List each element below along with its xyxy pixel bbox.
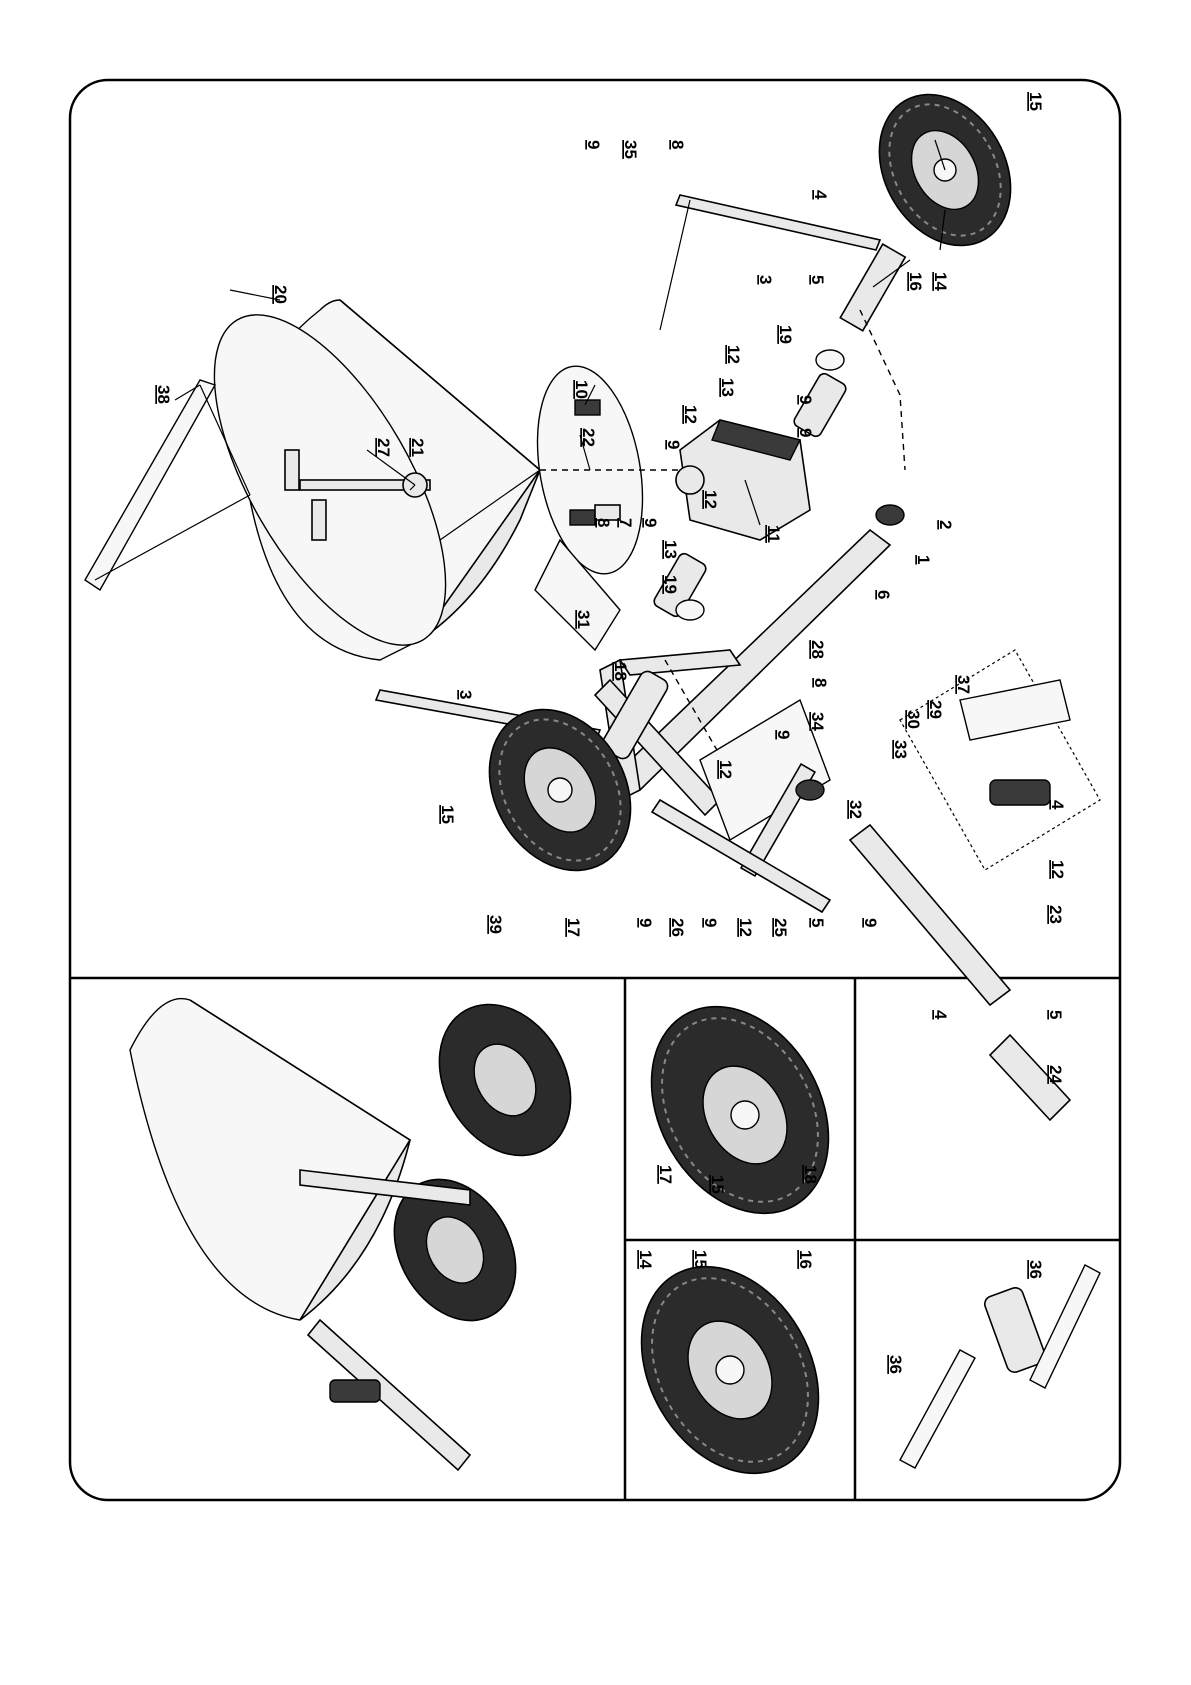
callout-36: 36 <box>1026 1260 1045 1279</box>
callout-12: 12 <box>681 405 700 424</box>
callout-8: 8 <box>594 518 613 527</box>
callout-18: 18 <box>801 1165 820 1184</box>
callout-32: 32 <box>846 800 865 819</box>
callout-2: 2 <box>936 520 955 529</box>
callout-12: 12 <box>716 760 735 779</box>
axle-right <box>840 244 905 331</box>
callout-13: 13 <box>661 540 680 559</box>
callout-9: 9 <box>796 395 815 404</box>
wheel-inset-14 <box>606 1235 855 1506</box>
callout-18: 18 <box>611 662 630 681</box>
callout-3: 3 <box>456 690 475 699</box>
callout-16: 16 <box>796 1250 815 1269</box>
callout-26: 26 <box>668 918 687 937</box>
callout-14: 14 <box>636 1250 655 1269</box>
callout-5: 5 <box>808 918 827 927</box>
callout-9: 9 <box>641 518 660 527</box>
callout-4: 4 <box>811 190 830 200</box>
callout-37: 37 <box>954 675 973 694</box>
callout-28: 28 <box>808 640 827 659</box>
callout-12: 12 <box>1048 860 1067 879</box>
callout-17: 17 <box>564 918 583 937</box>
wheel-inset-17 <box>616 975 865 1246</box>
callout-19: 19 <box>776 325 795 344</box>
callout-4: 4 <box>1048 800 1067 810</box>
callout-13: 13 <box>718 378 737 397</box>
callout-10: 10 <box>572 380 591 399</box>
callout-15: 15 <box>1026 92 1045 111</box>
assembled-view <box>130 981 597 1470</box>
callout-9: 9 <box>701 918 720 927</box>
callout-34: 34 <box>808 712 827 731</box>
callout-15: 15 <box>708 1175 727 1194</box>
callout-22: 22 <box>579 428 598 447</box>
callout-8: 8 <box>811 678 830 687</box>
callout-12: 12 <box>701 490 720 509</box>
callout-9: 9 <box>584 140 603 149</box>
callout-21: 21 <box>408 438 427 457</box>
callout-3: 3 <box>756 275 775 284</box>
callout-33: 33 <box>891 740 910 759</box>
callout-5: 5 <box>1046 1010 1065 1019</box>
callout-15: 15 <box>438 805 457 824</box>
callout-17: 17 <box>656 1165 675 1184</box>
callout-35: 35 <box>621 140 640 159</box>
handle-inset <box>900 650 1100 870</box>
callout-15: 15 <box>691 1250 710 1269</box>
callout-31: 31 <box>574 610 593 629</box>
callout-36: 36 <box>886 1355 905 1374</box>
callout-38: 38 <box>154 385 173 404</box>
gearbox <box>676 420 810 540</box>
callout-12: 12 <box>736 918 755 937</box>
callout-16: 16 <box>906 272 925 291</box>
callout-23: 23 <box>1046 905 1065 924</box>
stay-bar-right <box>676 195 880 250</box>
callout-19: 19 <box>661 575 680 594</box>
callout-11: 11 <box>764 525 783 543</box>
callout-24: 24 <box>1046 1065 1065 1084</box>
callout-12: 12 <box>724 345 743 364</box>
callout-9: 9 <box>796 428 815 437</box>
callout-25: 25 <box>771 918 790 937</box>
callout-6: 6 <box>874 590 893 599</box>
callout-14: 14 <box>931 272 950 291</box>
callout-7: 7 <box>616 518 635 527</box>
callout-9: 9 <box>861 918 880 927</box>
callout-5: 5 <box>808 275 827 284</box>
callout-8: 8 <box>668 140 687 149</box>
callout-29: 29 <box>926 700 945 719</box>
callout-20: 20 <box>271 285 290 304</box>
callout-4: 4 <box>931 1010 950 1020</box>
callout-30: 30 <box>904 710 923 729</box>
spanner-inset <box>900 1265 1100 1468</box>
callout-39: 39 <box>486 915 505 934</box>
callout-27: 27 <box>374 438 393 457</box>
callout-9: 9 <box>774 730 793 739</box>
callout-9: 9 <box>636 918 655 927</box>
axis-line-axle <box>860 310 905 470</box>
callout-1: 1 <box>914 555 933 564</box>
callout-9: 9 <box>664 440 683 449</box>
